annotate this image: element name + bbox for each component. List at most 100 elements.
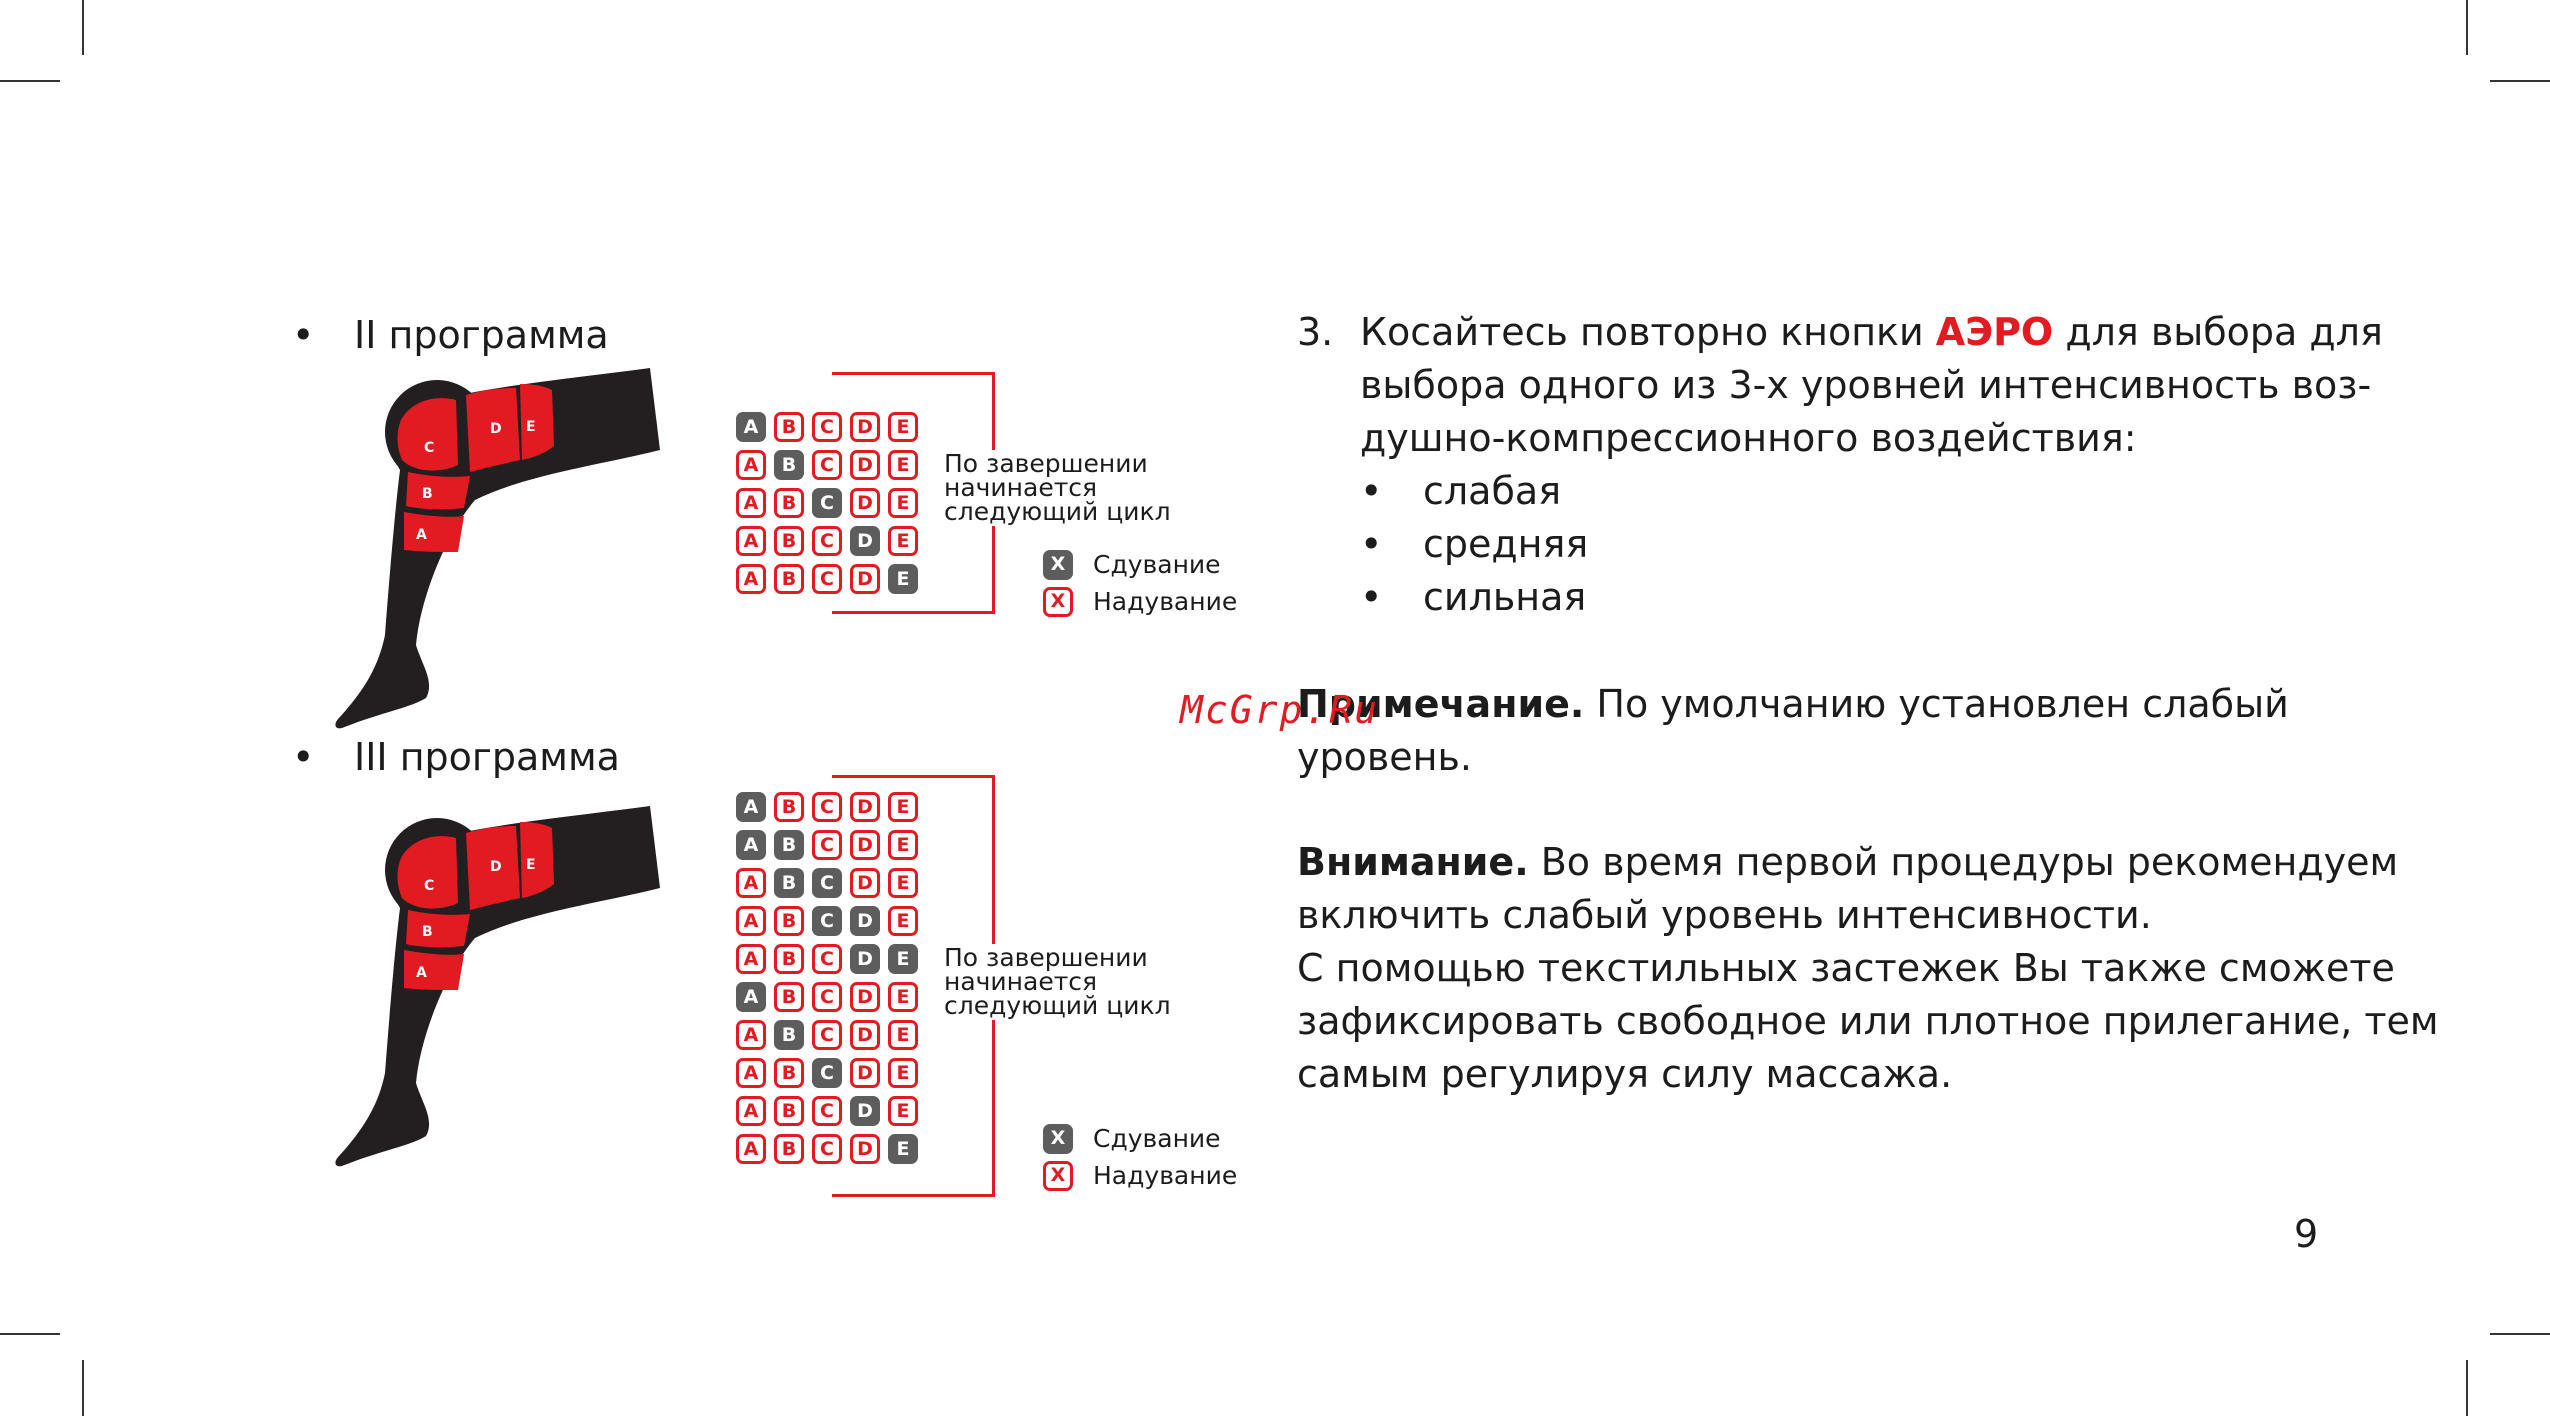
cycle-note: По завершении начинается следующий цикл (940, 450, 1175, 526)
legend-deflate: X Сдувание (1043, 1120, 1237, 1157)
chamber-cell-d: D (850, 868, 880, 898)
note-label: Примечание. (1297, 682, 1585, 726)
chamber-cell-e: E (888, 488, 918, 518)
crop-mark (0, 1333, 60, 1335)
warning-label: Внимание. (1297, 840, 1529, 884)
legend-inflate-label: Надувание (1093, 587, 1238, 616)
cycle-note-line: По завершении (944, 449, 1148, 478)
warning-line-5: самым регулируя силу массажа. (1297, 1052, 1953, 1096)
cuff-b (406, 472, 470, 510)
chamber-cell-d: D (850, 944, 880, 974)
chamber-cell-e: E (888, 1020, 918, 1050)
legend-deflate-label: Сдувание (1093, 550, 1221, 579)
cycle-note-line: следующий цикл (944, 991, 1171, 1020)
level-item: •слабая (1297, 465, 2383, 518)
warning-text: Во время первой процедуры рекомендуем (1528, 840, 2399, 884)
note-text: По умолчанию установлен слабый (1584, 682, 2289, 726)
note-line-1: Примечание. По умолчанию установлен слаб… (1297, 678, 2289, 731)
leg-illustration-program-2: C D E B A (335, 368, 660, 729)
step-text-before: Косайтесь повторно кнопки (1360, 310, 1936, 354)
legend-deflate-symbol: X (1043, 1123, 1073, 1154)
level-label: слабая (1423, 469, 1562, 513)
chamber-cell-d: D (850, 412, 880, 442)
chamber-cell-a: A (736, 488, 766, 518)
chamber-cell-c: C (812, 412, 842, 442)
aero-highlight: АЭРО (1935, 310, 2054, 354)
watermark: McGrp.Ru (1180, 688, 1380, 732)
chamber-cell-c: C (812, 792, 842, 822)
chamber-cell-e: E (888, 412, 918, 442)
chamber-cell-c: C (812, 564, 842, 594)
step-3-line-3: душно-компрессионного воздействия: (1360, 416, 2137, 460)
chamber-cell-a: A (736, 526, 766, 556)
chamber-cell-a: A (736, 944, 766, 974)
leg-label-a: A (416, 527, 427, 543)
cycle-note-line: начинается (944, 473, 1098, 502)
cycle-note-line: следующий цикл (944, 497, 1171, 526)
bullet-dot: • (292, 735, 315, 779)
leg-label-d: D (490, 421, 502, 437)
cycle-note-line: начинается (944, 967, 1098, 996)
page-number: 9 (2294, 1212, 2319, 1256)
legend: X Сдувание X Надувание (1043, 546, 1237, 620)
crop-mark (2466, 1360, 2468, 1416)
level-label: средняя (1423, 522, 1589, 566)
leg-label-a: A (416, 965, 427, 981)
crop-mark (2490, 1333, 2550, 1335)
program-2-heading: •II программа (292, 316, 609, 354)
chamber-cell-e: E (888, 1134, 918, 1164)
step-3-line-1: 3.Косайтесь повторно кнопки АЭРО для выб… (1297, 306, 2383, 359)
cuff-c (397, 836, 458, 909)
leg-illustration-program-3: C D E B A (335, 806, 660, 1167)
level-item: •сильная (1297, 571, 2383, 624)
step-3: 3.Косайтесь повторно кнопки АЭРО для выб… (1297, 306, 2383, 624)
chamber-cell-b: B (774, 1096, 804, 1126)
cuff-c (397, 398, 458, 471)
bullet-dot: • (292, 313, 315, 357)
legend-deflate-label: Сдувание (1093, 1124, 1221, 1153)
chamber-cell-a: A (736, 1096, 766, 1126)
leg-label-e: E (526, 419, 536, 435)
chamber-cell-c: C (812, 1134, 842, 1164)
chamber-cell-b: B (774, 488, 804, 518)
leg-label-c: C (424, 878, 434, 894)
step-3-line-2: выбора одного из 3-х уровней интенсивнос… (1360, 363, 2372, 407)
warning-line-4: зафиксировать свободное или плотное прил… (1297, 999, 2439, 1043)
chamber-cell-a: A (736, 830, 766, 860)
legend-inflate-symbol: X (1043, 586, 1073, 617)
legend: X Сдувание X Надувание (1043, 1120, 1237, 1194)
chamber-cell-c: C (812, 1096, 842, 1126)
chamber-cell-c: C (812, 830, 842, 860)
chamber-cell-b: B (774, 906, 804, 936)
chamber-cell-a: A (736, 868, 766, 898)
chamber-cell-a: A (736, 564, 766, 594)
chamber-cell-a: A (736, 450, 766, 480)
note-line-2: уровень. (1297, 735, 1472, 779)
chamber-cell-c: C (812, 944, 842, 974)
chamber-cell-c: C (812, 1020, 842, 1050)
chamber-cell-b: B (774, 526, 804, 556)
crop-mark (2466, 0, 2468, 55)
crop-mark (82, 0, 84, 55)
step-text-after: для выбора для (2053, 310, 2383, 354)
chamber-cell-a: A (736, 906, 766, 936)
chamber-cell-e: E (888, 830, 918, 860)
chamber-cell-a: A (736, 412, 766, 442)
chamber-cell-c: C (812, 906, 842, 936)
chamber-cell-a: A (736, 1020, 766, 1050)
leg-label-e: E (526, 857, 536, 873)
chamber-cell-b: B (774, 982, 804, 1012)
bullet-dot: • (1360, 522, 1383, 566)
cuff-a (404, 512, 464, 552)
chamber-cell-d: D (850, 906, 880, 936)
warning-line-1: Внимание. Во время первой процедуры реко… (1297, 836, 2439, 889)
